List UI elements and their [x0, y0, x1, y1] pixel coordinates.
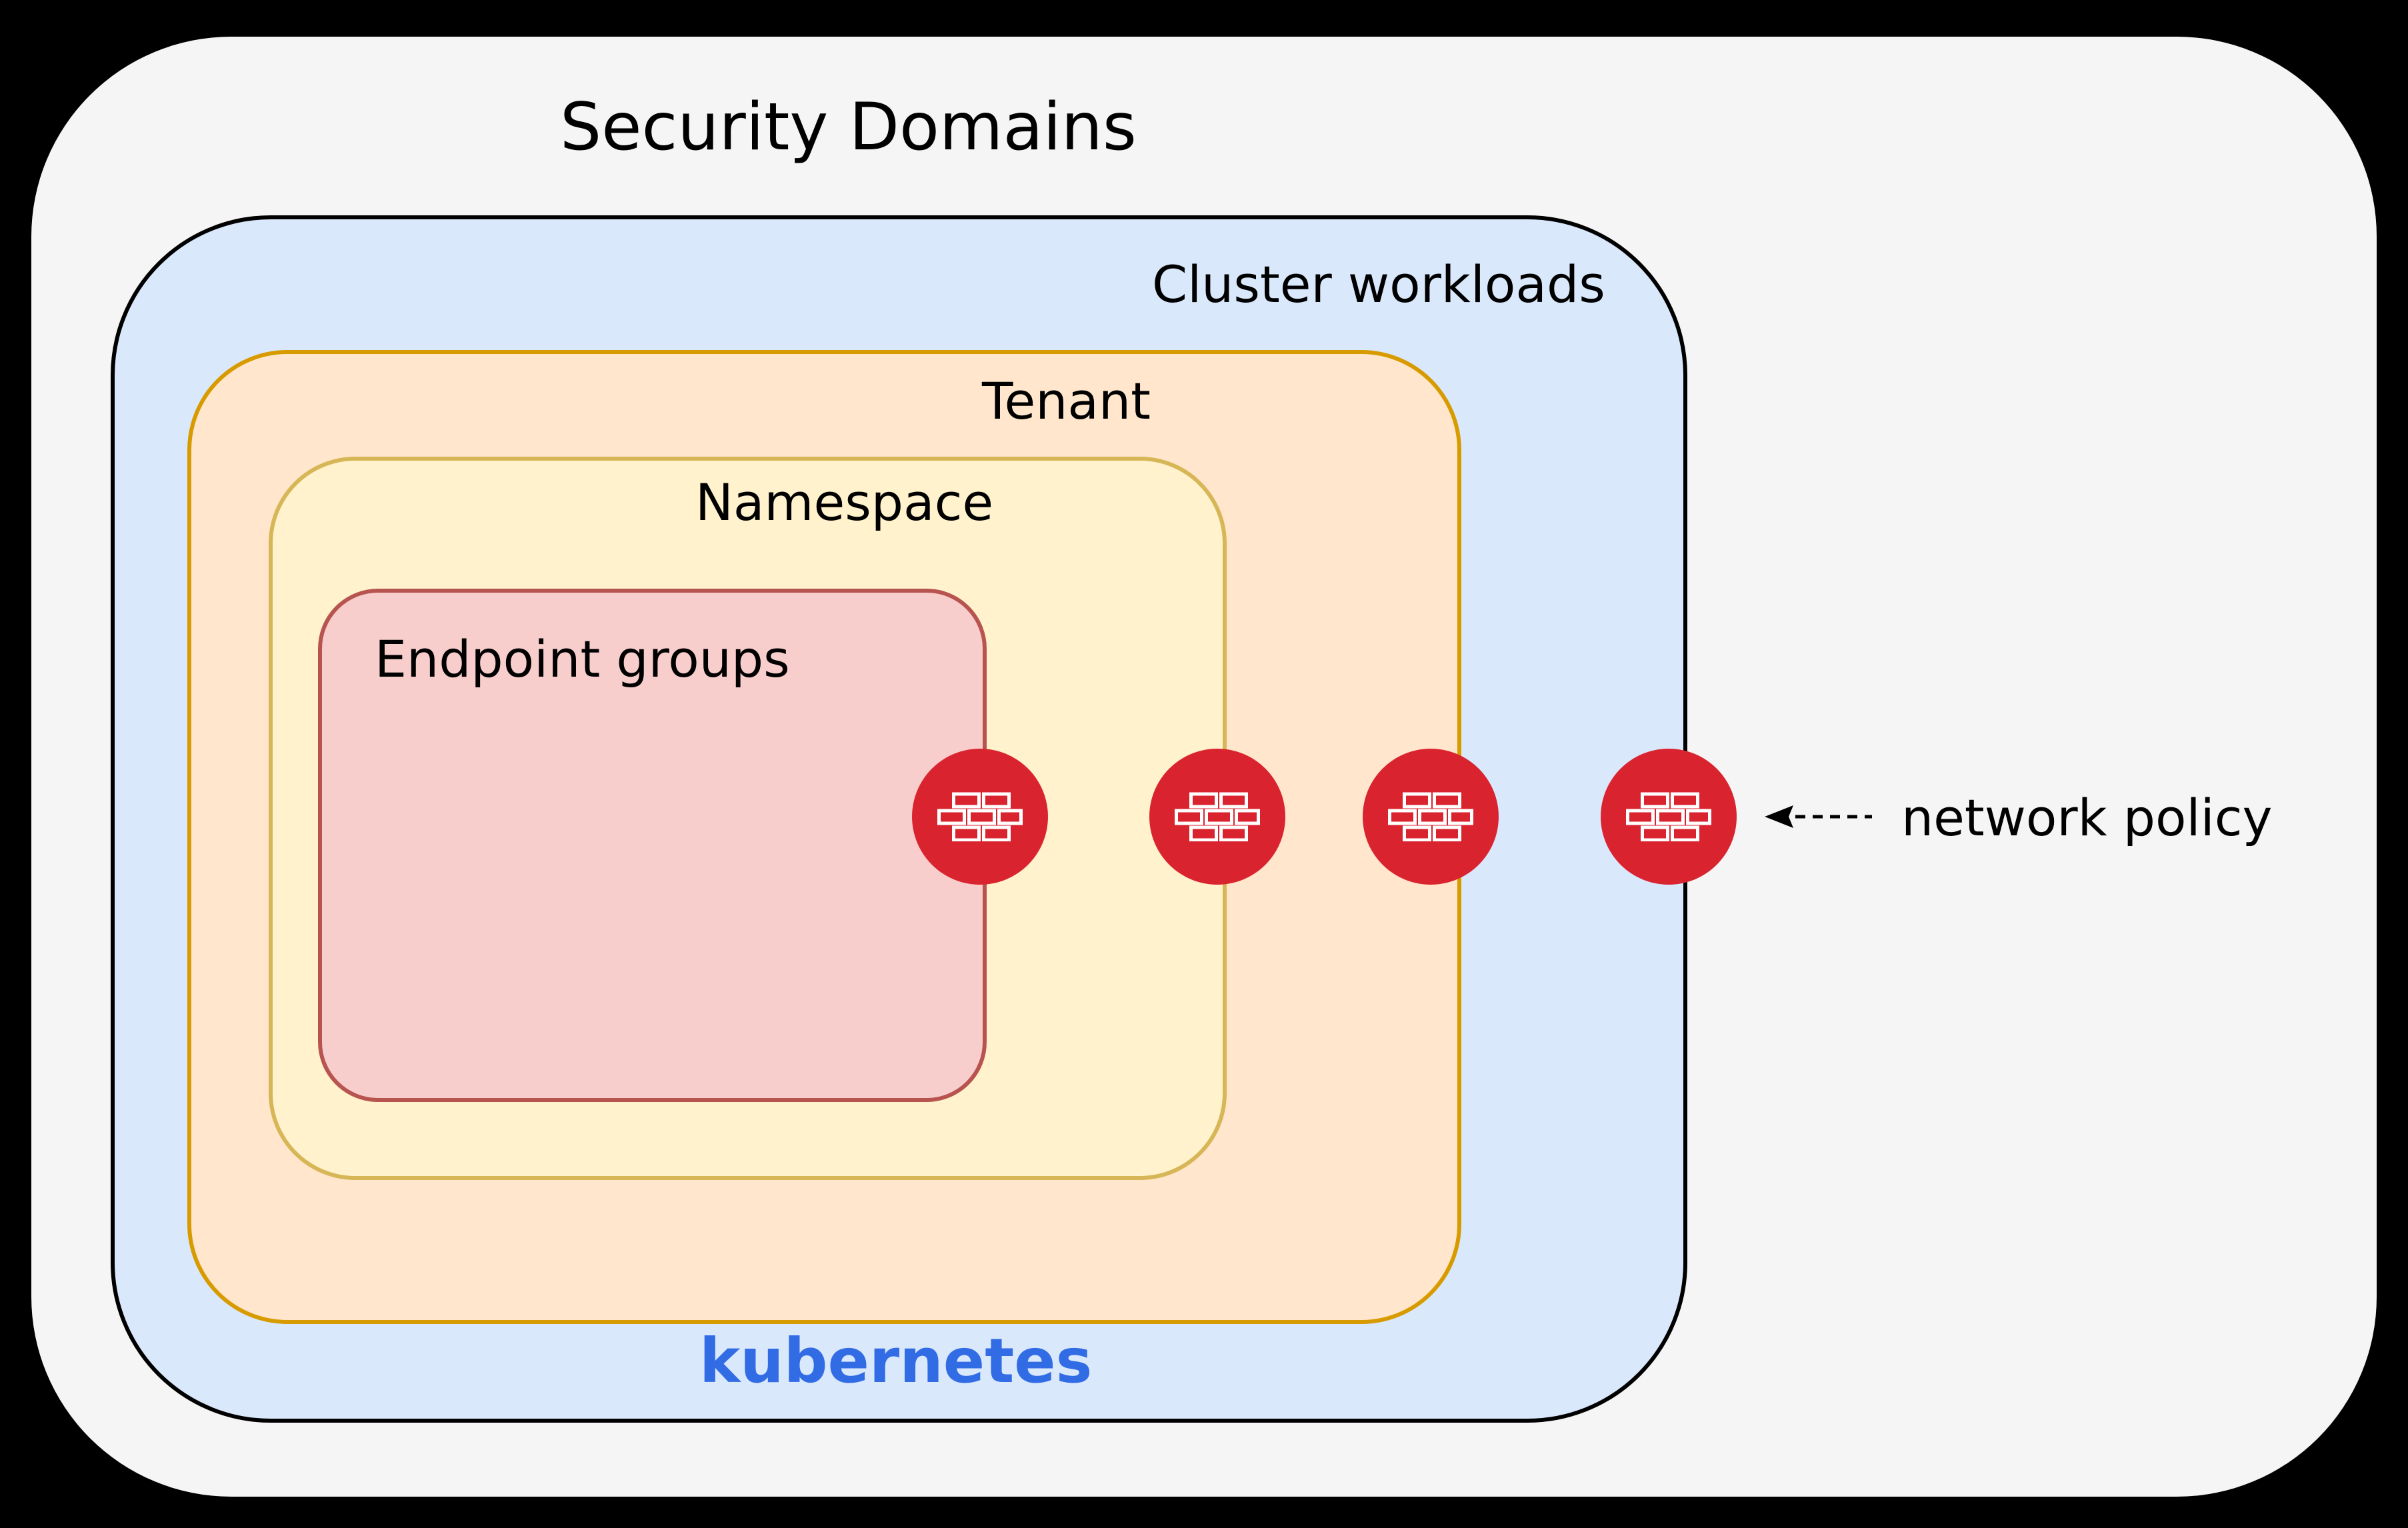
label-cluster-workloads: Cluster workloads	[1152, 255, 1605, 314]
label-endpoint-groups: Endpoint groups	[375, 629, 790, 689]
network-policy-label: network policy	[1901, 788, 2273, 847]
firewall-node-tenant	[1363, 749, 1499, 885]
label-namespace: Namespace	[695, 473, 994, 532]
firewall-brick-wall-icon	[937, 792, 1023, 841]
network-policy-arrow	[1765, 805, 1872, 828]
firewall-brick-wall-icon	[1626, 792, 1711, 841]
firewall-brick-wall-icon	[1175, 792, 1260, 841]
label-tenant: Tenant	[982, 371, 1151, 431]
firewall-node-cluster-workloads	[1601, 749, 1737, 885]
firewall-node-endpoint-groups	[912, 749, 1048, 885]
firewall-brick-wall-icon	[1388, 792, 1473, 841]
domain-box-endpoint-groups	[318, 589, 987, 1102]
page-title: Security Domains	[560, 89, 1137, 165]
firewall-node-namespace	[1149, 749, 1285, 885]
kubernetes-label: kubernetes	[699, 1325, 1093, 1397]
